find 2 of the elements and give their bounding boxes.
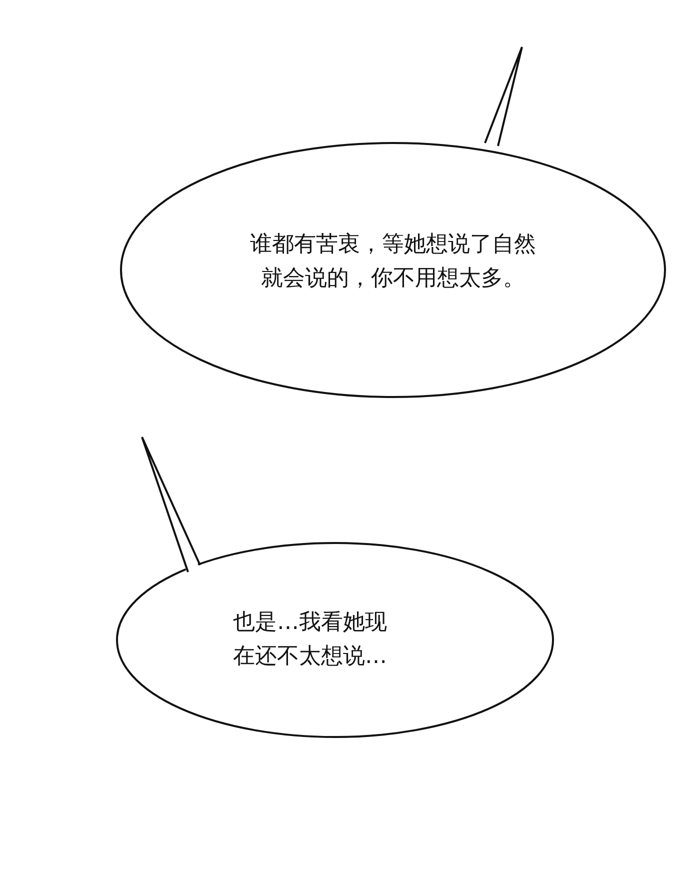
speech-text: 也是…我看她现在还不太想说… — [232, 609, 388, 671]
speech-text: 谁都有苦衷，等她想说了自然就会说的，你不用想太多。 — [249, 231, 537, 293]
